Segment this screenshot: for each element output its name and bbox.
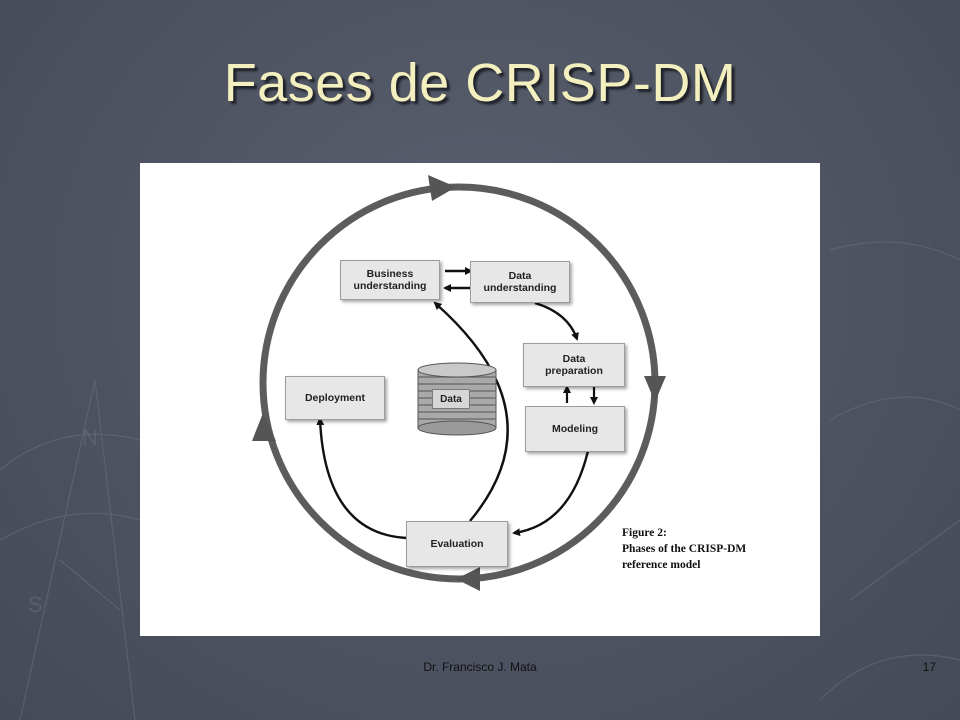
arrow-evaluation-to-business xyxy=(433,301,509,522)
outer-arrowhead-right xyxy=(644,376,666,402)
phase-business-understanding: Business understanding xyxy=(340,260,440,300)
phase-deployment: Deployment xyxy=(285,376,385,420)
page-number: 17 xyxy=(922,660,936,674)
phase-data-preparation: Data preparation xyxy=(523,343,625,387)
outer-arrowhead-left xyxy=(252,413,276,441)
footer-author: Dr. Francisco J. Mata xyxy=(423,660,537,674)
phase-evaluation: Evaluation xyxy=(406,521,508,567)
caption-line-3: reference model xyxy=(622,559,701,571)
slide-title: Fases de CRISP-DM xyxy=(223,53,737,113)
phase-data-understanding: Data understanding xyxy=(470,261,570,303)
outer-arrowhead-bottom xyxy=(456,567,480,591)
figure-caption: Figure 2: Phases of the CRISP-DM referen… xyxy=(622,525,812,573)
caption-line-2: Phases of the CRISP-DM xyxy=(622,543,747,555)
caption-line-1: Figure 2: xyxy=(622,527,667,539)
svg-text:N: N xyxy=(82,425,98,450)
arrow-modeling-to-evaluation xyxy=(512,450,590,537)
arrow-evaluation-to-deployment xyxy=(316,417,407,540)
crisp-dm-figure: Business understanding Data understandin… xyxy=(140,163,820,636)
phase-modeling: Modeling xyxy=(525,406,625,452)
arrow-data-to-preparation xyxy=(534,301,579,341)
svg-text:S: S xyxy=(28,592,43,617)
data-store-label: Data xyxy=(432,389,470,409)
outer-arrowhead-top xyxy=(428,175,456,201)
